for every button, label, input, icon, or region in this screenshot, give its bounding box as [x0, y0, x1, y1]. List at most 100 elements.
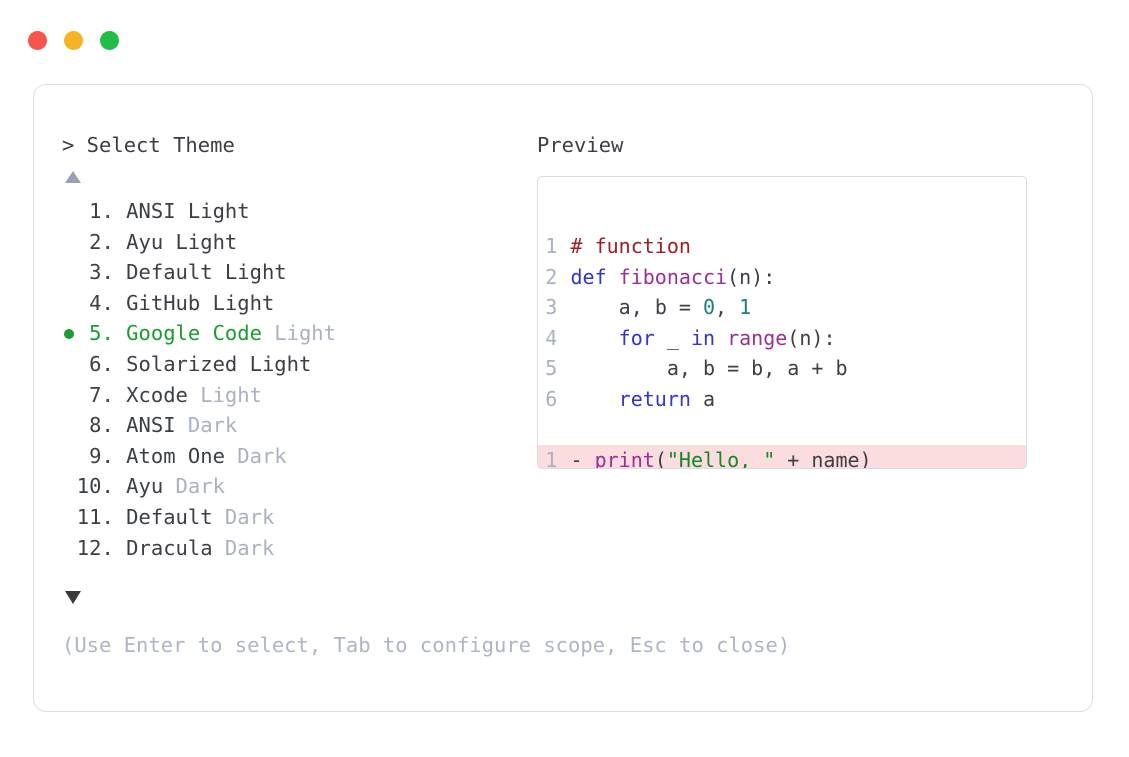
- code-token-punctuation: [571, 356, 667, 380]
- code-token-punctuation: [775, 356, 787, 380]
- code-token-identifier: n: [799, 325, 812, 350]
- minimize-button[interactable]: [64, 31, 83, 50]
- theme-item-separator: .: [101, 351, 127, 376]
- code-token-identifier: a: [702, 386, 716, 411]
- code-token-keyword: in: [690, 325, 716, 350]
- code-token-punctuation: [727, 295, 739, 319]
- theme-item-name: Solarized: [126, 351, 238, 376]
- code-token-punctuation: [667, 295, 679, 319]
- theme-list-item[interactable]: 9. Atom One Dark: [34, 441, 504, 472]
- theme-item-name: Ayu: [126, 474, 164, 499]
- theme-item-space: [200, 291, 212, 315]
- triangle-down-icon[interactable]: [65, 591, 81, 604]
- code-token-punctuation: :: [763, 264, 776, 289]
- theme-item-variant: Dark: [175, 474, 225, 499]
- code-line-text: def fibonacci(n):: [571, 262, 776, 293]
- maximize-button[interactable]: [100, 31, 119, 50]
- theme-list-item[interactable]: 4. GitHub Light: [34, 288, 504, 319]
- close-button[interactable]: [28, 31, 47, 50]
- theme-list-item[interactable]: 7. Xcode Light: [34, 380, 504, 411]
- theme-item-index: 4: [89, 290, 102, 315]
- theme-item-index: 6: [89, 351, 102, 376]
- theme-item-name: ANSI: [126, 199, 176, 223]
- code-token-identifier: name: [811, 448, 860, 469]
- theme-item-name: Google Code: [126, 321, 262, 346]
- theme-item-separator: .: [101, 382, 127, 407]
- theme-list-item[interactable]: 2. Ayu Light: [34, 227, 504, 258]
- theme-item-index: 11: [76, 504, 102, 529]
- code-token-identifier: b: [835, 356, 848, 381]
- theme-item-separator: .: [101, 504, 127, 529]
- theme-list-item[interactable]: 3. Default Light: [34, 257, 504, 288]
- code-token-punctuation: =: [727, 356, 740, 381]
- diff-line-removed: 1- print("Hello, " + name): [538, 445, 1026, 469]
- code-token-function: fibonacci: [618, 264, 728, 289]
- code-token-punctuation: =: [678, 295, 691, 320]
- code-line-number: 3: [545, 295, 558, 320]
- theme-item-separator: .: [101, 260, 127, 285]
- theme-item-separator: .: [101, 321, 127, 346]
- code-line-number: 2: [545, 264, 558, 289]
- code-token-comment: # function: [570, 234, 691, 258]
- theme-list-item[interactable]: 12. Dracula Dark: [34, 533, 504, 564]
- code-token-keyword: for: [618, 325, 655, 350]
- code-line-number: 4: [545, 325, 558, 350]
- theme-item-space: [213, 260, 225, 284]
- code-token-punctuation: [799, 448, 811, 468]
- theme-list-item[interactable]: 6. Solarized Light: [34, 349, 504, 380]
- code-line: 5 a, b = b, a + b: [538, 353, 1026, 384]
- theme-item-space: [237, 352, 249, 376]
- theme-item-space: [262, 321, 274, 345]
- theme-item-index: 1: [89, 199, 102, 223]
- code-token-identifier: a: [618, 295, 631, 320]
- theme-item-index: 3: [89, 260, 102, 285]
- theme-item-variant: Light: [175, 229, 238, 254]
- theme-list-item[interactable]: 11. Default Dark: [34, 502, 504, 533]
- theme-list-item[interactable]: 5. Google Code Light: [34, 318, 504, 349]
- code-token-identifier: b: [702, 356, 716, 381]
- code-token-punctuation: [775, 448, 787, 468]
- theme-item-space: [225, 444, 237, 468]
- theme-item-variant: Light: [212, 290, 275, 315]
- theme-item-index: 2: [89, 229, 102, 254]
- theme-list-item[interactable]: 1. ANSI Light: [34, 196, 504, 227]
- theme-item-name: Ayu: [126, 229, 164, 254]
- theme-item-space: [163, 474, 175, 498]
- code-blank-line: [538, 415, 1026, 446]
- code-token-function: print: [594, 448, 655, 469]
- code-token-number: 0: [703, 295, 716, 320]
- code-token-punctuation: [691, 356, 703, 380]
- code-line-text: # function: [571, 231, 691, 262]
- code-token-punctuation: [799, 356, 811, 380]
- theme-item-separator: .: [101, 229, 127, 254]
- code-token-punctuation: [655, 326, 667, 350]
- theme-item-index: 10: [76, 474, 102, 499]
- theme-item-separator: .: [101, 535, 127, 560]
- code-token-keyword: return: [618, 386, 691, 411]
- code-token-punctuation: +: [787, 448, 800, 469]
- theme-list-item[interactable]: 8. ANSI Dark: [34, 410, 504, 441]
- code-line: 4 for _ in range(n):: [538, 323, 1026, 354]
- code-line-number: 6: [545, 386, 558, 411]
- keyboard-hint: (Use Enter to select, Tab to configure s…: [62, 633, 791, 657]
- theme-item-separator: .: [101, 474, 127, 499]
- code-token-punctuation: (: [654, 448, 667, 469]
- code-token-punctuation: [823, 356, 835, 380]
- theme-item-name: GitHub: [126, 290, 201, 315]
- code-token-punctuation: +: [811, 356, 824, 381]
- code-token-punctuation: ,: [715, 295, 728, 320]
- theme-item-variant: Light: [274, 321, 336, 346]
- theme-item-index: 7: [89, 382, 102, 407]
- theme-list-item[interactable]: 10. Ayu Dark: [34, 471, 504, 502]
- code-token-function: range: [727, 325, 788, 350]
- code-token-punctuation: [715, 326, 727, 350]
- triangle-up-icon[interactable]: [65, 171, 81, 183]
- code-line-number: 5: [545, 356, 558, 381]
- theme-item-name: Xcode: [126, 382, 188, 407]
- theme-item-variant: Light: [224, 260, 287, 285]
- theme-item-separator: .: [101, 290, 127, 315]
- code-token-punctuation: [571, 326, 619, 350]
- theme-item-space: [176, 413, 188, 437]
- code-token-punctuation: [691, 295, 703, 319]
